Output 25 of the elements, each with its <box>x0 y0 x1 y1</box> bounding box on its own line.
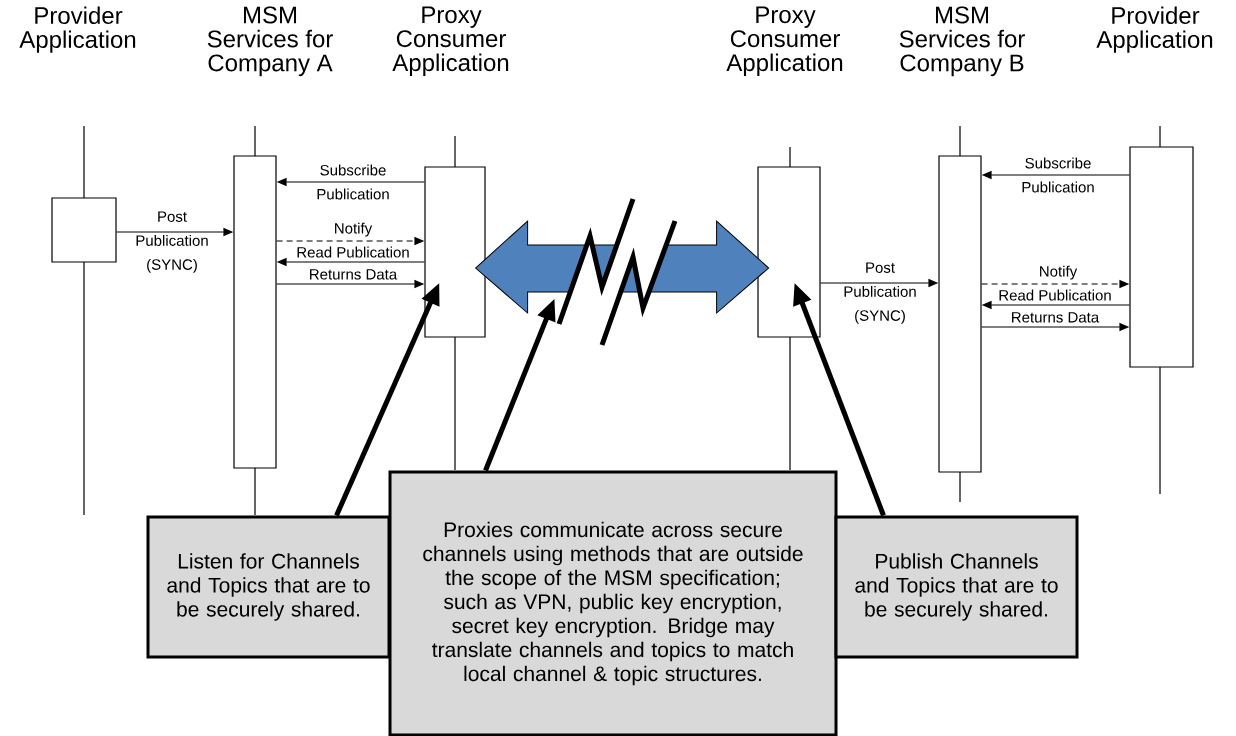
callout-box: Listen for Channels and Topics that are to be securely shared. <box>146 515 391 659</box>
edge-label: Subscribe Publication <box>1022 157 1094 193</box>
lifeline-header: Provider Application <box>19 6 136 53</box>
edge-label: Read Publication <box>297 246 409 258</box>
edge-label: Returns Data <box>310 269 398 280</box>
lifeline-header: MSM Services for Company A <box>207 6 333 77</box>
activation-box <box>757 166 821 338</box>
lifeline-header: Provider Application <box>1096 6 1213 53</box>
activation-box <box>424 166 486 338</box>
edge-label: Read Publication <box>999 289 1111 301</box>
edge-label: Returns Data <box>1012 312 1100 323</box>
lifeline-header: Proxy Consumer Application <box>392 6 509 76</box>
activation-box <box>1129 146 1194 368</box>
lifeline-header: Proxy Consumer Application <box>726 6 843 76</box>
callout-box: Publish Channels and Topics that are to be securely shared. <box>834 515 1079 659</box>
edge-label: Notify <box>335 222 373 237</box>
edge-label: Post Publication (SYNC) <box>136 211 208 273</box>
edge-label: Notify <box>1040 265 1078 280</box>
break-mark-drawing <box>556 198 678 346</box>
activation-box <box>233 155 277 469</box>
lifeline-header: MSM Services for Company B <box>899 6 1025 77</box>
edge-label: Post Publication (SYNC) <box>844 262 916 324</box>
edge-label: Subscribe Publication <box>317 164 389 200</box>
activation-box <box>51 197 117 263</box>
activation-box <box>938 155 982 473</box>
